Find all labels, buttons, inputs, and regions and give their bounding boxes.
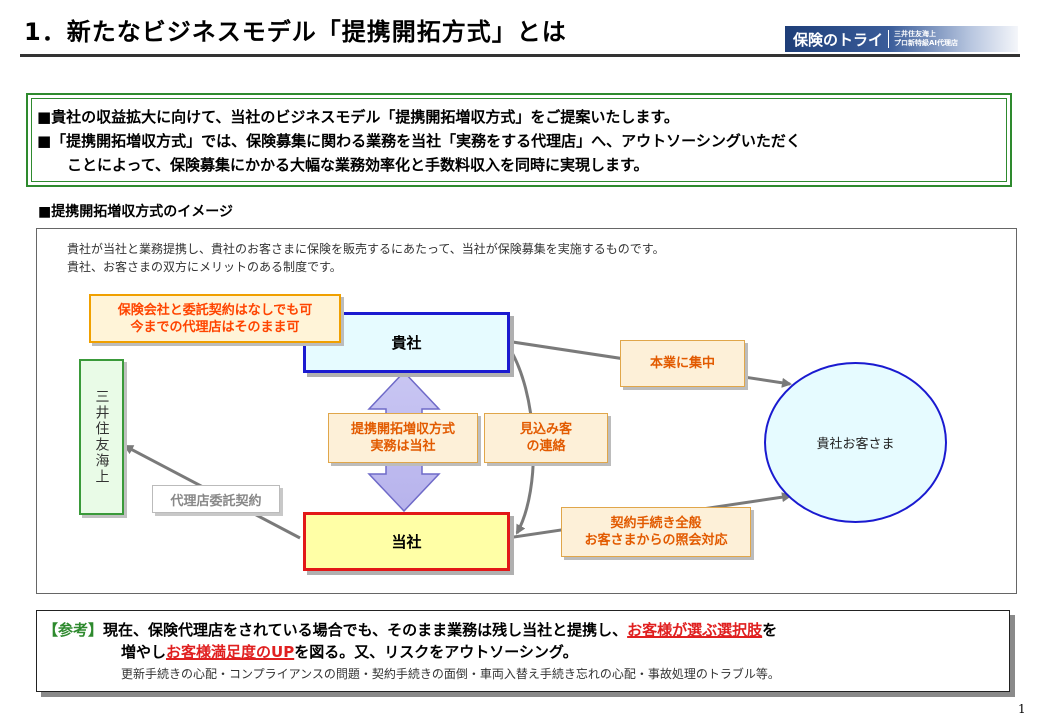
intro-inner-border: ■貴社の収益拡大に向けて、当社のビジネスモデル「提携開拓増収方式」をご提案いたし… — [31, 98, 1007, 182]
customer-label: 貴社お客さま — [816, 437, 895, 452]
reference-box: 【参考】現在、保険代理店をされている場合でも、そのまま業務は残し当社と提携し、お… — [36, 610, 1010, 692]
reference-line-2: 増やしお客様満足度のUPを図る。又、リスクをアウトソーシング。 — [121, 643, 578, 661]
kisha-label: 貴社 — [391, 334, 422, 352]
intro-box: ■貴社の収益拡大に向けて、当社のビジネスモデル「提携開拓増収方式」をご提案いたし… — [26, 93, 1012, 187]
logo-sub-text: 三井住友海上 プロ新特級AI代理店 — [894, 30, 959, 47]
insurer-contract-note: 保険会社と委託契約はなしでも可 今までの代理店はそのまま可 — [89, 294, 341, 343]
page-number: 1 — [1018, 702, 1026, 716]
tosha-label: 当社 — [391, 533, 422, 551]
title-underline — [20, 54, 1020, 57]
reference-prefix: 【参考】 — [43, 621, 104, 639]
insurer-label: 三井住友海上 — [93, 389, 110, 485]
diagram-description-2: 貴社、お客さまの双方にメリットのある制度です。 — [67, 260, 342, 274]
focus-core-business-label: 本業に集中 — [620, 340, 745, 387]
contract-procedures-label: 契約手続き全般 お客さまからの照会対応 — [561, 507, 751, 557]
company-logo: 保険のトライ 三井住友海上 プロ新特級AI代理店 — [785, 26, 1018, 52]
reference-line-1: 【参考】現在、保険代理店をされている場合でも、そのまま業務は残し当社と提携し、お… — [43, 621, 778, 639]
tosha-box: 当社 — [303, 512, 510, 571]
logo-main-text: 保険のトライ — [793, 30, 884, 49]
note-line-1: 保険会社と委託契約はなしでも可 — [117, 302, 313, 318]
page-title: 1．新たなビジネスモデル「提携開拓方式」とは — [24, 18, 567, 46]
kisha-box: 貴社 — [303, 312, 510, 373]
insurer-box: 三井住友海上 — [79, 359, 124, 515]
customer-ellipse: 貴社お客さま — [764, 362, 947, 523]
intro-line-2: ■「提携開拓増収方式」では、保険募集に関わる業務を当社「実務をする代理店」へ、ア… — [37, 132, 801, 150]
reference-line-3: 更新手続きの心配・コンプライアンスの問題・契約手続きの面倒・車両入替え手続き忘れ… — [121, 667, 780, 681]
intro-line-3: ことによって、保険募集にかかる大幅な業務効率化と手数料収入を同時に実現します。 — [67, 156, 649, 174]
diagram-description-1: 貴社が当社と業務提携し、貴社のお客さまに保険を販売するにあたって、当社が保険募集… — [67, 242, 665, 256]
logo-separator — [888, 30, 890, 48]
intro-line-1: ■貴社の収益拡大に向けて、当社のビジネスモデル「提携開拓増収方式」をご提案いたし… — [37, 108, 679, 126]
agent-contract-label: 代理店委託契約 — [152, 485, 280, 513]
method-label: 提携開拓増収方式 実務は当社 — [328, 413, 478, 463]
section-heading: ■提携開拓増収方式のイメージ — [38, 204, 233, 220]
reference-highlight-1: お客様が選ぶ選択肢 — [627, 621, 763, 639]
reference-highlight-2: お客様満足度のUP — [166, 643, 295, 661]
prospect-contact-label: 見込み客 の連絡 — [484, 413, 608, 463]
note-line-2: 今までの代理店はそのまま可 — [130, 319, 300, 335]
